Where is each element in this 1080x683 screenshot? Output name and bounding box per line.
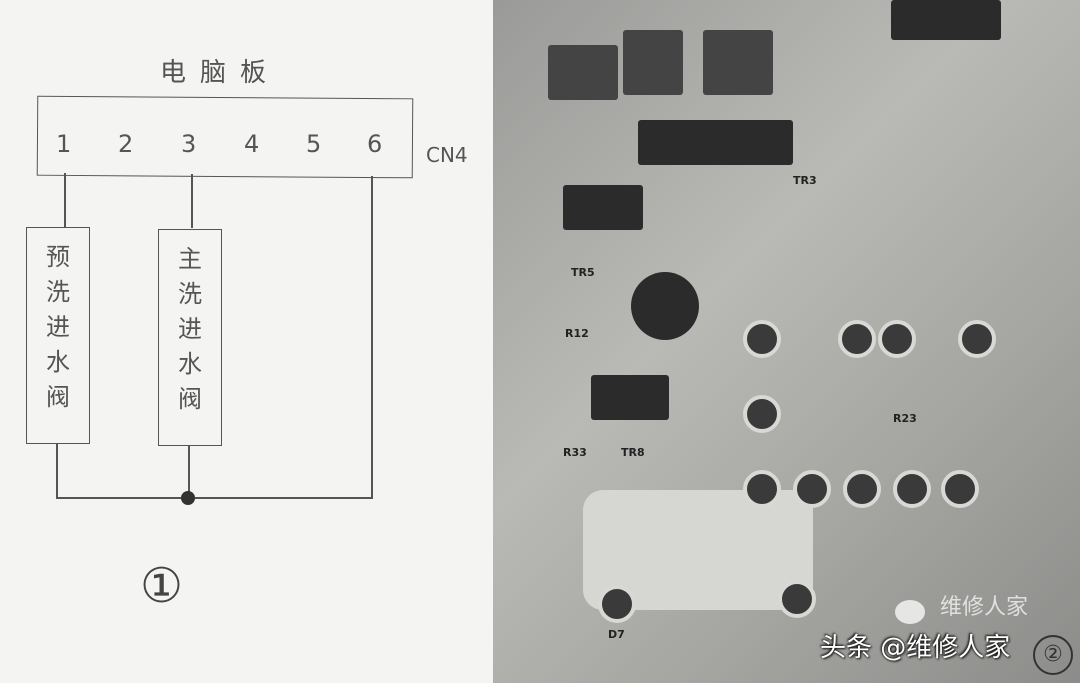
label-tr3: TR3	[793, 174, 817, 187]
common-wire	[56, 497, 373, 499]
pin-6: 6	[367, 130, 383, 158]
solder-pad	[743, 470, 781, 508]
pin-5: 5	[306, 130, 322, 158]
pcb-photo: TR3 TR5 R12 R33 TR8 R23 D7	[493, 0, 1080, 683]
valve-char: 进	[46, 313, 70, 341]
label-tr8: TR8	[621, 446, 645, 459]
figure-number-1: ①	[140, 558, 184, 614]
round-component	[631, 272, 699, 340]
solder-pad	[958, 320, 996, 358]
solder-pad	[878, 320, 916, 358]
wire-pin6	[371, 176, 373, 498]
component	[891, 0, 1001, 40]
resistor-block	[548, 45, 618, 100]
solder-pad	[598, 585, 636, 623]
valve-char: 预	[46, 243, 70, 271]
wire-valve2-bottom	[188, 446, 190, 498]
connector-box	[36, 95, 414, 179]
label-r33: R33	[563, 446, 587, 459]
valve-char: 进	[178, 315, 202, 343]
solder-pad	[838, 320, 876, 358]
pin-3: 3	[181, 130, 197, 158]
valve-char: 水	[178, 350, 202, 378]
resistor-block	[703, 30, 773, 95]
pin-2: 2	[118, 130, 134, 158]
valve-char: 水	[46, 348, 70, 376]
wire-pin3	[191, 174, 193, 228]
label-r12: R12	[565, 327, 589, 340]
solder-pad	[743, 320, 781, 358]
figure-number-2: ②	[1033, 635, 1073, 675]
label-d7: D7	[608, 628, 625, 641]
wire-valve1-bottom	[56, 444, 58, 498]
wechat-icon	[895, 600, 925, 624]
valve-char: 主	[178, 245, 202, 273]
junction-dot	[181, 491, 195, 505]
solder-pad	[893, 470, 931, 508]
transistor	[563, 185, 643, 230]
solder-pad	[941, 470, 979, 508]
solder-pad	[843, 470, 881, 508]
resistor-block	[623, 30, 683, 95]
ic-chip	[638, 120, 793, 165]
wire-pin1	[64, 173, 66, 227]
valve-char: 阀	[46, 383, 70, 411]
pin-1: 1	[56, 130, 72, 158]
board-title: 电脑板	[160, 58, 281, 88]
pin-4: 4	[244, 130, 260, 158]
mainwash-valve: 主 洗 进 水 阀	[158, 229, 222, 446]
label-tr5: TR5	[571, 266, 595, 279]
watermark: 头条 @维修人家	[820, 633, 1011, 663]
valve-char: 洗	[46, 278, 70, 306]
solder-pad	[778, 580, 816, 618]
solder-pad	[743, 395, 781, 433]
valve-char: 阀	[178, 385, 202, 413]
transistor	[591, 375, 669, 420]
solder-pad	[793, 470, 831, 508]
label-r23: R23	[893, 412, 917, 425]
connector-label: CN4	[426, 143, 468, 167]
prewash-valve: 预 洗 进 水 阀	[26, 227, 90, 444]
faint-watermark: 维修人家	[940, 595, 1029, 620]
valve-char: 洗	[178, 280, 202, 308]
